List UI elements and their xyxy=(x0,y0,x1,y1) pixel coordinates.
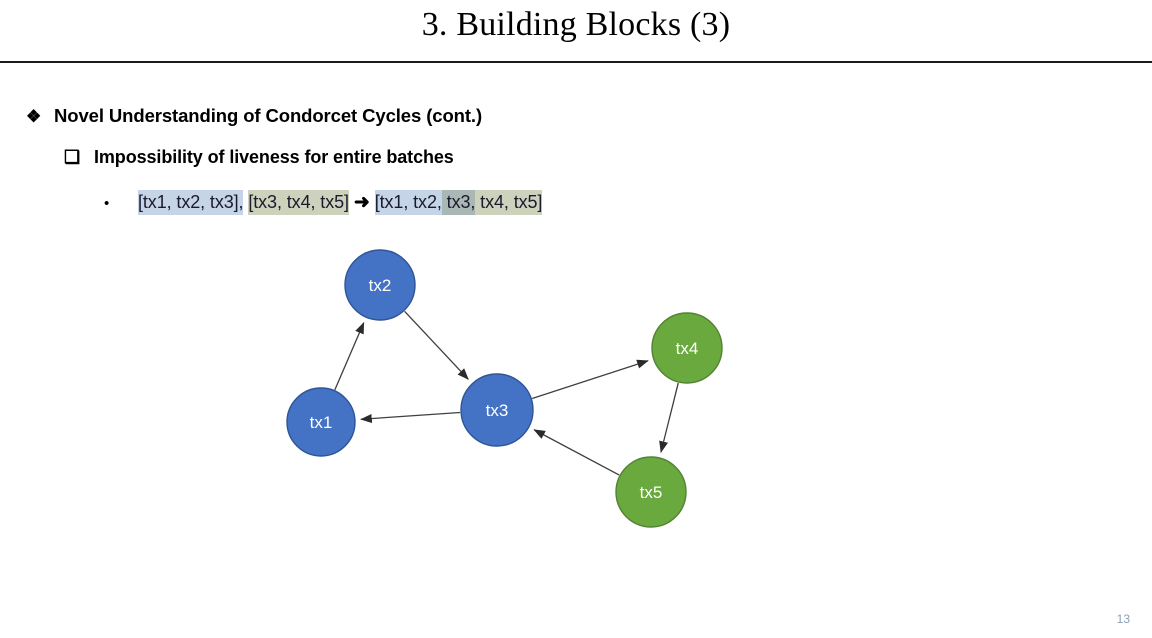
graph-node-tx5[interactable]: tx5 xyxy=(615,456,687,528)
graph-edge-tx4-to-tx5 xyxy=(659,382,679,453)
graph-edges xyxy=(334,310,679,476)
node-label-tx4: tx4 xyxy=(676,339,699,358)
graph-nodes: tx1 tx2 tx3 tx4 tx5 xyxy=(286,249,723,528)
graph-node-tx3[interactable]: tx3 xyxy=(460,373,534,447)
result-olive-highlight: tx4, tx5] xyxy=(475,190,542,215)
page-title: 3. Building Blocks (3) xyxy=(421,6,731,43)
graph-svg: tx1 tx2 tx3 tx4 tx5 xyxy=(286,249,723,528)
square-bullet-icon: ❑ xyxy=(64,147,81,167)
node-circle-tx2 xyxy=(344,249,416,321)
node-label-tx1: tx1 xyxy=(310,413,333,432)
arrow-right-icon: ➜ xyxy=(353,192,370,213)
condorcet-cycle-graph: tx1 tx2 tx3 tx4 tx5 xyxy=(0,230,1152,560)
title-divider xyxy=(0,60,1152,63)
node-circle-tx4 xyxy=(651,312,723,384)
batch-a-highlight: [tx1, tx2, tx3], xyxy=(138,190,244,215)
graph-node-tx2[interactable]: tx2 xyxy=(344,249,416,321)
bullet-level1: ❖ Novel Understanding of Condorcet Cycle… xyxy=(26,105,482,127)
node-label-tx5: tx5 xyxy=(640,483,663,502)
bullet-level1-text: Novel Understanding of Condorcet Cycles … xyxy=(54,105,483,126)
result-blue-highlight: [tx1, tx2, xyxy=(374,190,442,215)
graph-edge-tx3-to-tx1 xyxy=(360,411,461,424)
node-label-tx3: tx3 xyxy=(486,401,509,420)
node-circle-tx5 xyxy=(615,456,687,528)
batch-b-highlight: [tx3, tx4, tx5] xyxy=(248,190,349,215)
page-number: 13 xyxy=(1116,612,1130,626)
bullet-level2-text: Impossibility of liveness for entire bat… xyxy=(94,147,454,167)
graph-edge-tx2-to-tx3 xyxy=(404,310,469,380)
result-overlap-highlight: tx3, xyxy=(441,190,475,215)
graph-edge-tx5-to-tx3 xyxy=(533,429,620,476)
bullet-level3: • [tx1, tx2, tx3], [tx3, tx4, tx5]➜[tx1,… xyxy=(104,190,542,215)
node-circle-tx1 xyxy=(286,387,356,457)
node-label-tx2: tx2 xyxy=(369,276,392,295)
graph-edge-tx1-to-tx2 xyxy=(334,321,365,391)
graph-node-tx1[interactable]: tx1 xyxy=(286,387,356,457)
graph-edge-tx3-to-tx4 xyxy=(531,359,649,400)
bullet-level2: ❑ Impossibility of liveness for entire b… xyxy=(64,147,454,168)
diamond-bullet-icon: ❖ xyxy=(26,107,42,126)
node-circle-tx3 xyxy=(460,373,534,447)
batch-sequence-line: [tx1, tx2, tx3], [tx3, tx4, tx5]➜[tx1, t… xyxy=(138,190,542,215)
graph-node-tx4[interactable]: tx4 xyxy=(651,312,723,384)
dot-bullet-icon: • xyxy=(104,195,110,212)
